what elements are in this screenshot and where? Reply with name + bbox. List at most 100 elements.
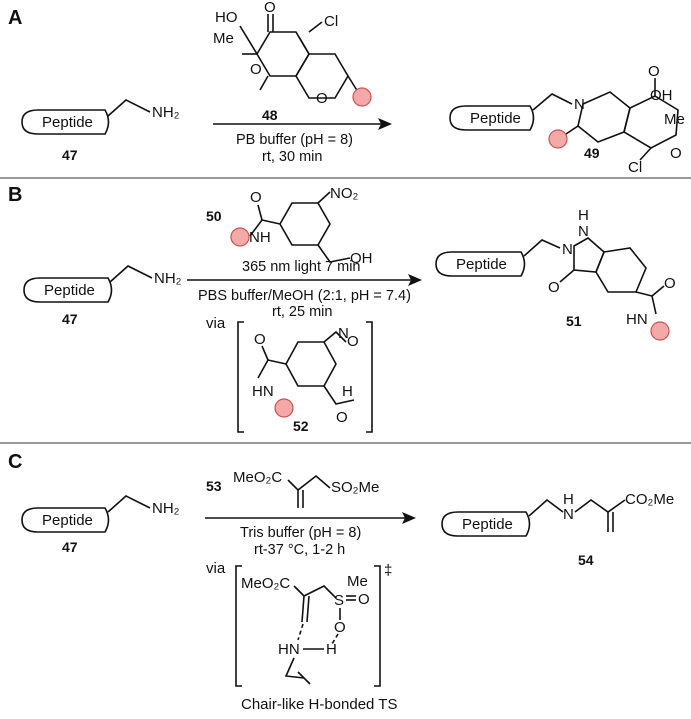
o-top: O (648, 63, 660, 80)
h-bond (331, 633, 339, 645)
c-o-amide (651, 285, 665, 297)
amine-label: NH₂ (152, 104, 180, 121)
c-cl (639, 147, 652, 161)
o-bottom: O (334, 619, 346, 636)
compound-number-52: 52 (293, 418, 309, 434)
bracket-left (235, 565, 242, 687)
chain (287, 474, 331, 492)
condition-b-2: PBS buffer/MeOH (2:1, pH = 7.4) (198, 288, 411, 304)
condition-b-1: 365 nm light 7 min (242, 259, 360, 275)
oh-label: OH (650, 87, 673, 104)
c-o (559, 269, 575, 283)
peptide-label: Peptide (42, 512, 93, 529)
hn-label: HN (252, 383, 274, 400)
peptide-box (441, 511, 531, 537)
panel-letter-c: C (8, 451, 22, 473)
h-label: H (578, 207, 589, 224)
n-label: N (574, 96, 585, 113)
reactant-47-b: Peptide NH₂ 47 (23, 265, 182, 327)
o-label: O (548, 279, 560, 296)
linker (532, 93, 573, 111)
compound-number-54: 54 (578, 552, 594, 568)
sulfone-label: SO₂Me (331, 479, 379, 496)
c-oh (239, 25, 258, 55)
reagent-53: 53 MeO₂C SO₂Me (206, 469, 379, 508)
substituent-circle (274, 398, 294, 418)
o-ald: O (336, 409, 348, 426)
amine-label: NH₂ (154, 270, 182, 287)
bracket-left (237, 321, 244, 433)
substituent-bond (565, 125, 579, 135)
peptide-box (21, 109, 110, 135)
aldehyde (323, 385, 355, 405)
peptide-box (449, 105, 535, 131)
product-51: Peptide N H N O O HN 51 (435, 207, 676, 341)
amine-label: NH₂ (152, 500, 180, 517)
ts-caption: Chair-like H-bonded TS (241, 696, 397, 713)
dagger: ‡ (384, 562, 392, 579)
hn-label: HN (626, 311, 648, 328)
peptide-box (23, 277, 113, 303)
cl-label: Cl (628, 159, 642, 176)
o-ring: O (316, 90, 328, 107)
amine-chain (107, 99, 151, 117)
compound-number-47: 47 (62, 539, 78, 555)
vinyl (301, 595, 305, 623)
panel-letter-b: B (8, 184, 22, 206)
ester-label: MeO₂C (241, 575, 290, 592)
nitroso (323, 330, 347, 343)
product-54: Peptide H N CO₂Me 54 (441, 491, 674, 568)
substituent-circle (230, 227, 250, 247)
chain (293, 585, 337, 599)
c-o (261, 345, 269, 361)
arrowhead-a (378, 118, 392, 130)
via-label: via (206, 560, 226, 577)
o-sulfonyl: O (358, 591, 370, 608)
amine-chain (109, 265, 153, 283)
peptide-label: Peptide (456, 256, 507, 273)
forming-bond (297, 623, 304, 641)
nh-label: NH (249, 229, 271, 246)
c-no2 (317, 191, 331, 204)
n-label: N (563, 506, 574, 523)
ester-label: CO₂Me (625, 491, 674, 508)
condition-c-2: rt-37 °C, 1-2 h (254, 542, 345, 558)
compound-number-47: 47 (62, 147, 78, 163)
substituent-circle (650, 321, 670, 341)
peptide-box (21, 507, 110, 533)
benzene-ring (279, 202, 331, 246)
reactant-47-a: Peptide NH₂ 47 (21, 99, 180, 163)
compound-number-48: 48 (262, 107, 278, 123)
cl-label: Cl (324, 13, 338, 30)
chain (574, 499, 626, 513)
pyridine-ring (577, 91, 631, 143)
linker (523, 239, 561, 257)
panel-a: A Peptide NH₂ 47 O Me HO O Cl O (8, 0, 685, 176)
me-label: Me (213, 30, 234, 47)
peptide-box (435, 251, 526, 277)
double-bond (298, 36, 310, 55)
compound-number-50: 50 (206, 208, 222, 224)
me-label: Me (347, 573, 368, 590)
c-cl (308, 21, 323, 33)
o-amide: O (254, 331, 266, 348)
amide-link (257, 359, 287, 379)
s-label: S (334, 592, 344, 609)
panel-c: C Peptide NH₂ 47 53 MeO₂C SO₂Me Tris buf… (8, 451, 674, 713)
c-o (257, 204, 263, 221)
ester-label: MeO₂C (233, 469, 282, 486)
oh-label: OH (350, 250, 373, 267)
h-label: H (342, 383, 353, 400)
peptide-label: Peptide (44, 282, 95, 299)
peptide-label: Peptide (462, 516, 513, 533)
ring-right (295, 53, 349, 99)
o-bottom: O (250, 61, 262, 78)
wavy-cut (297, 671, 311, 685)
h-label: H (563, 491, 574, 508)
product-49: Peptide N O OH Me O Cl 49 (449, 63, 685, 176)
me-label: Me (664, 111, 685, 128)
no2-label: NO₂ (330, 185, 359, 202)
panel-letter-a: A (8, 7, 22, 29)
compound-number-47: 47 (62, 311, 78, 327)
